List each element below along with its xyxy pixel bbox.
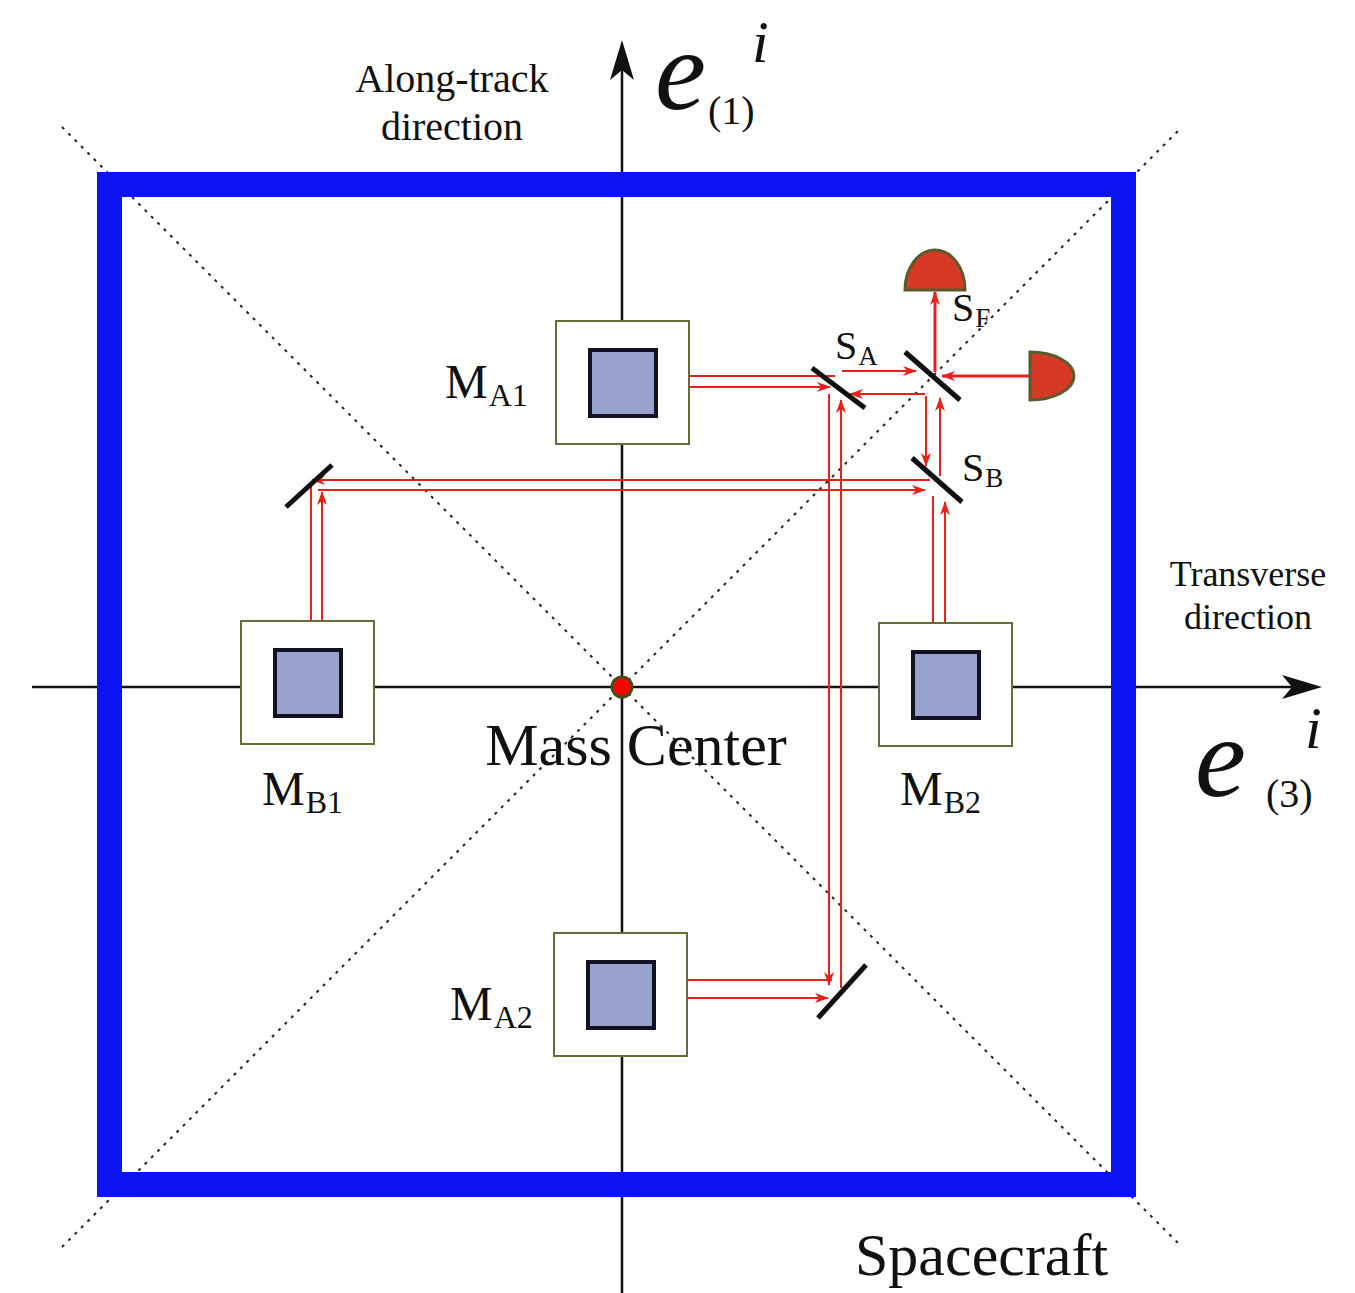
test-mass-housing: MA2 <box>553 932 688 1057</box>
axes <box>32 40 1322 1293</box>
test-mass-subscript: B2 <box>944 784 981 820</box>
beam-splitter-label: S <box>952 285 974 330</box>
mirror <box>818 965 866 1018</box>
test-mass-label-wrap: M <box>262 765 305 813</box>
test-mass-subscript: A2 <box>494 999 533 1035</box>
mass-center-region: Mass Center <box>432 497 812 877</box>
basis-vector-index-wrap: (1) <box>708 91 755 131</box>
basis-vector-index: (1) <box>708 88 755 133</box>
spacecraft-label: Spacecraft <box>855 1222 1108 1288</box>
basis-vector-symbol: e <box>1195 694 1246 821</box>
beam-splitter-subscript-wrap: F <box>975 305 990 332</box>
test-mass-cube <box>911 650 981 720</box>
test-mass-label-wrap: M <box>445 358 488 406</box>
transverse-axis <box>32 686 1296 689</box>
basis-vector-index: (3) <box>1266 771 1313 816</box>
test-mass-cube <box>588 348 658 418</box>
test-mass-subscript-wrap: B1 <box>306 786 343 818</box>
test-mass-housing: MB2 <box>878 622 1013 747</box>
laser-beam <box>840 400 842 988</box>
beam-splitter <box>905 352 960 400</box>
test-mass-subscript: B1 <box>306 784 343 820</box>
basis-vector-superscript: i <box>1305 695 1322 761</box>
beam-splitter-subscript-wrap: A <box>858 343 878 370</box>
test-mass-subscript-wrap: A1 <box>489 379 528 411</box>
basis-vector-superscript-wrap: i <box>1305 698 1322 758</box>
basis-vector-symbol-wrap: e <box>1195 700 1246 815</box>
beam-splitter <box>812 368 865 408</box>
beam-splitter-label: S <box>835 323 857 368</box>
beam-splitter-label: S <box>962 445 984 490</box>
test-mass-housing: MB1 <box>240 620 375 745</box>
test-mass-label-wrap: M <box>900 765 943 813</box>
laser-beam <box>828 394 830 985</box>
axis-label-wrap: Along-track direction <box>302 55 602 151</box>
test-mass-label: M <box>450 977 493 1030</box>
laser-beam <box>850 393 925 395</box>
laser-beams <box>311 292 1030 998</box>
test-mass-label: M <box>900 762 943 815</box>
laser-beam <box>312 479 930 481</box>
mass-center-dot <box>612 677 632 697</box>
axis-label: Along-track direction <box>302 55 602 151</box>
photodetector <box>1030 352 1074 400</box>
test-mass-label: M <box>262 762 305 815</box>
basis-vector-symbol: e <box>655 7 706 134</box>
beam-splitter-subscript-wrap: B <box>985 465 1003 492</box>
laser-beam <box>934 292 937 372</box>
basis-vector-superscript: i <box>752 9 769 75</box>
spacecraft-label-wrap: Spacecraft <box>855 1225 1108 1285</box>
laser-beam <box>318 489 925 491</box>
mass-center-label: Mass Center <box>485 712 787 778</box>
basis-vector-symbol-wrap: e <box>655 13 706 128</box>
laser-beam <box>942 375 1030 378</box>
mass-center-circle <box>436 501 808 873</box>
beam-splitter <box>912 458 962 502</box>
test-mass-subscript: A1 <box>489 377 528 413</box>
axis-label: Transverse direction <box>1148 553 1348 639</box>
laser-beam <box>944 502 946 622</box>
axis-arrowhead <box>610 40 634 80</box>
test-mass-label-wrap: M <box>450 980 493 1028</box>
beam-splitter-label-wrap: S <box>962 448 984 488</box>
beam-splitter-label-wrap: S <box>952 288 974 328</box>
mass-center-shape <box>432 497 812 877</box>
beam-splitter-label-wrap: S <box>835 326 857 366</box>
basis-vector-superscript-wrap: i <box>752 12 769 72</box>
photodetectors <box>905 250 1074 400</box>
beam-splitter-subscript: B <box>985 463 1003 493</box>
test-mass-cube <box>273 648 343 718</box>
axis-label-wrap: Transverse direction <box>1148 553 1348 639</box>
test-mass-label: M <box>445 355 488 408</box>
basis-vector-index-wrap: (3) <box>1266 774 1313 814</box>
laser-beam <box>939 398 941 476</box>
mirror <box>286 465 332 507</box>
test-mass-subscript-wrap: A2 <box>494 1001 533 1033</box>
mirrors <box>286 352 962 1018</box>
beam-splitter-subscript: F <box>975 303 990 333</box>
beam-splitter-subscript: A <box>858 341 878 371</box>
test-mass-subscript-wrap: B2 <box>944 786 981 818</box>
photodetector <box>905 250 965 290</box>
test-mass-housing: MA1 <box>555 320 690 445</box>
laser-beam <box>925 396 927 466</box>
laser-beam <box>842 370 916 372</box>
mass-center-label-wrap: Mass Center <box>485 715 787 775</box>
test-mass-cube <box>586 960 656 1030</box>
